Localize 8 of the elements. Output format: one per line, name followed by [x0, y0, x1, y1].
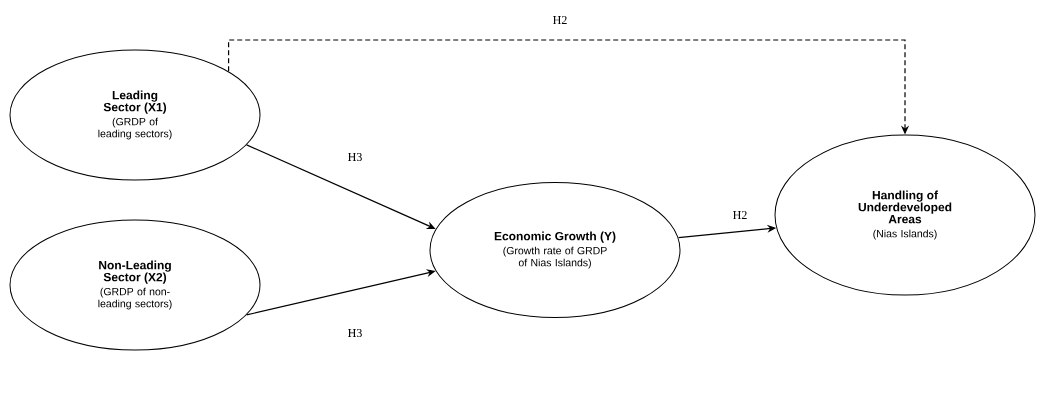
edge-label: H2	[551, 15, 569, 25]
edge-label: H3	[346, 327, 364, 339]
ellipse-node: Economic Growth (Y) (Growth rate of GRDP of Nias Islands)	[429, 182, 681, 318]
edge-label: H3	[346, 151, 364, 163]
edge-label: H2	[731, 210, 749, 220]
ellipse-node: Non-Leading Sector (X2) (GRDP of non-leading sectors)	[9, 219, 261, 351]
ellipse-node: Handling of Underdeveloped Areas (Nias Islands)	[774, 134, 1036, 296]
ellipse-node: Leading Sector (X1) (GRDP of leading sectors)	[9, 49, 261, 181]
